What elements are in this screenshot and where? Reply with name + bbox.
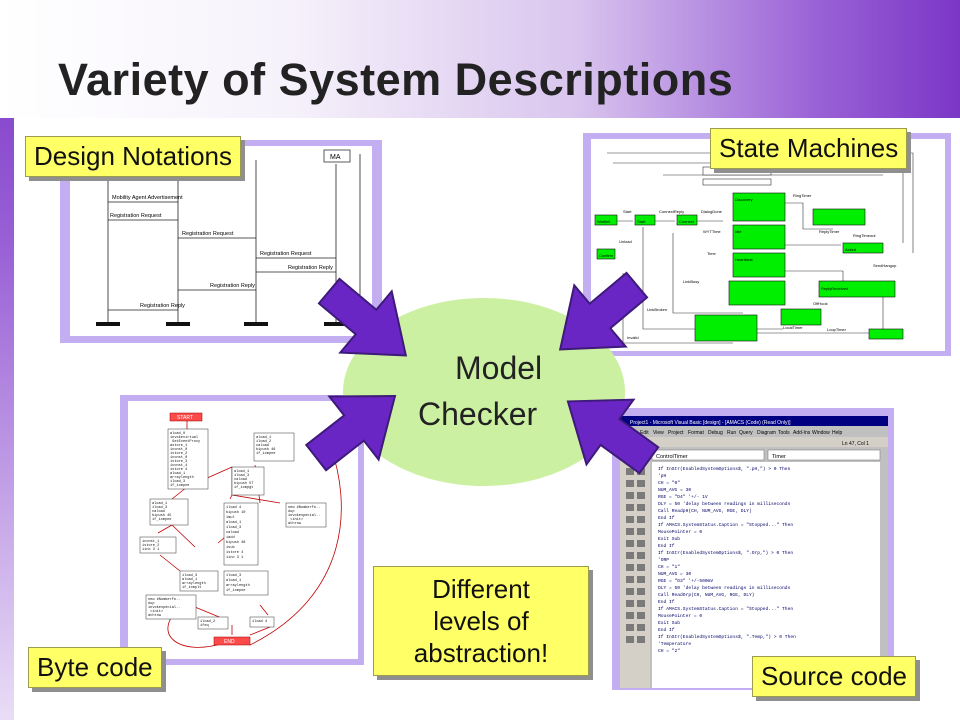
- seq-message: Mobility Agent Advertisement: [112, 195, 183, 201]
- vb-status: Ln 47, Col 1: [842, 441, 869, 447]
- event-label: OffHook: [813, 301, 828, 306]
- vb-ide-screenshot: Project1 - Microsoft Visual Basic [desig…: [620, 416, 888, 688]
- procedure-combo[interactable]: Timer: [772, 454, 786, 460]
- label-state-machines: State Machines: [710, 128, 908, 169]
- state-label: WaitInit: [597, 219, 611, 224]
- seq-message: Registration Reply: [288, 265, 333, 271]
- state-label: Idle: [735, 229, 742, 234]
- vb-menu-bar: File Edit View Project Format Debug Run …: [628, 430, 843, 436]
- event-label: LinkBusy: [683, 279, 699, 284]
- seq-message: Registration Reply: [210, 283, 255, 289]
- left-accent-bar: [0, 0, 14, 720]
- seq-message: Registration Reply: [140, 303, 185, 309]
- object-combo[interactable]: ControlTimer: [656, 454, 688, 460]
- seq-top-label: MA: [330, 154, 341, 161]
- event-label: ConnectReply: [659, 209, 684, 214]
- seq-message: Registration Request: [110, 213, 162, 219]
- event-label: WYTTime: [703, 229, 721, 234]
- abstraction-line-1: Different: [432, 574, 530, 604]
- label-source-code: Source code: [752, 656, 916, 697]
- model-checker-label-line2: Checker: [418, 396, 538, 432]
- state-label: Heartbeat: [735, 257, 753, 262]
- label-abstraction: Different levels of abstraction!: [373, 566, 589, 676]
- event-label: Invalid: [627, 335, 639, 340]
- state-label: Discovery: [735, 197, 753, 202]
- state-label: ReplyReceived: [821, 286, 848, 291]
- bytecode-block-l: iload 4: [252, 619, 267, 624]
- state-label: Acked: [845, 247, 856, 252]
- state-label: Start: [637, 219, 646, 224]
- state-label: Connect: [679, 219, 695, 224]
- event-label: ReplyTimer: [819, 229, 840, 234]
- event-label: DialogDone: [701, 209, 723, 214]
- design-notations-panel: MA Mobility Agent Advertisement Registra…: [60, 140, 382, 343]
- vb-code-text: If InStr(EnabledSystemOptions$, ".pH,") …: [658, 466, 799, 654]
- title-band: [0, 0, 960, 118]
- bytecode-end: END: [224, 639, 235, 645]
- sequence-diagram: MA Mobility Agent Advertisement Registra…: [70, 146, 372, 336]
- model-checker-ellipse: [343, 298, 625, 486]
- slide-title: Variety of System Descriptions: [58, 54, 734, 105]
- event-label: RingTimer: [793, 193, 812, 198]
- event-label: LinkBroken: [647, 307, 667, 312]
- event-label: LocalTimer: [783, 325, 803, 330]
- event-label: LoopTimer: [827, 327, 847, 332]
- event-label: Unload: [619, 239, 632, 244]
- seq-message: Registration Request: [260, 251, 312, 257]
- model-checker-label-line1: Model: [455, 350, 543, 386]
- abstraction-line-3: abstraction!: [413, 638, 549, 668]
- label-design-notations: Design Notations: [25, 136, 241, 177]
- event-label: Time: [707, 251, 717, 256]
- source-code-panel: Project1 - Microsoft Visual Basic [desig…: [612, 408, 894, 690]
- vb-window-title: Project1 - Microsoft Visual Basic [desig…: [630, 420, 791, 426]
- bytecode-start: START: [177, 415, 193, 421]
- event-label: SendHangup: [873, 263, 897, 268]
- abstraction-line-2: levels of: [433, 606, 529, 636]
- label-byte-code: Byte code: [28, 647, 162, 688]
- event-label: RingTimeout: [853, 233, 876, 238]
- event-label: Start: [623, 209, 632, 214]
- seq-message: Registration Request: [182, 231, 234, 237]
- state-machine-diagram: WaitInit Start Connect Confirm Discovery…: [591, 139, 945, 351]
- state-label: Confirm: [599, 253, 614, 258]
